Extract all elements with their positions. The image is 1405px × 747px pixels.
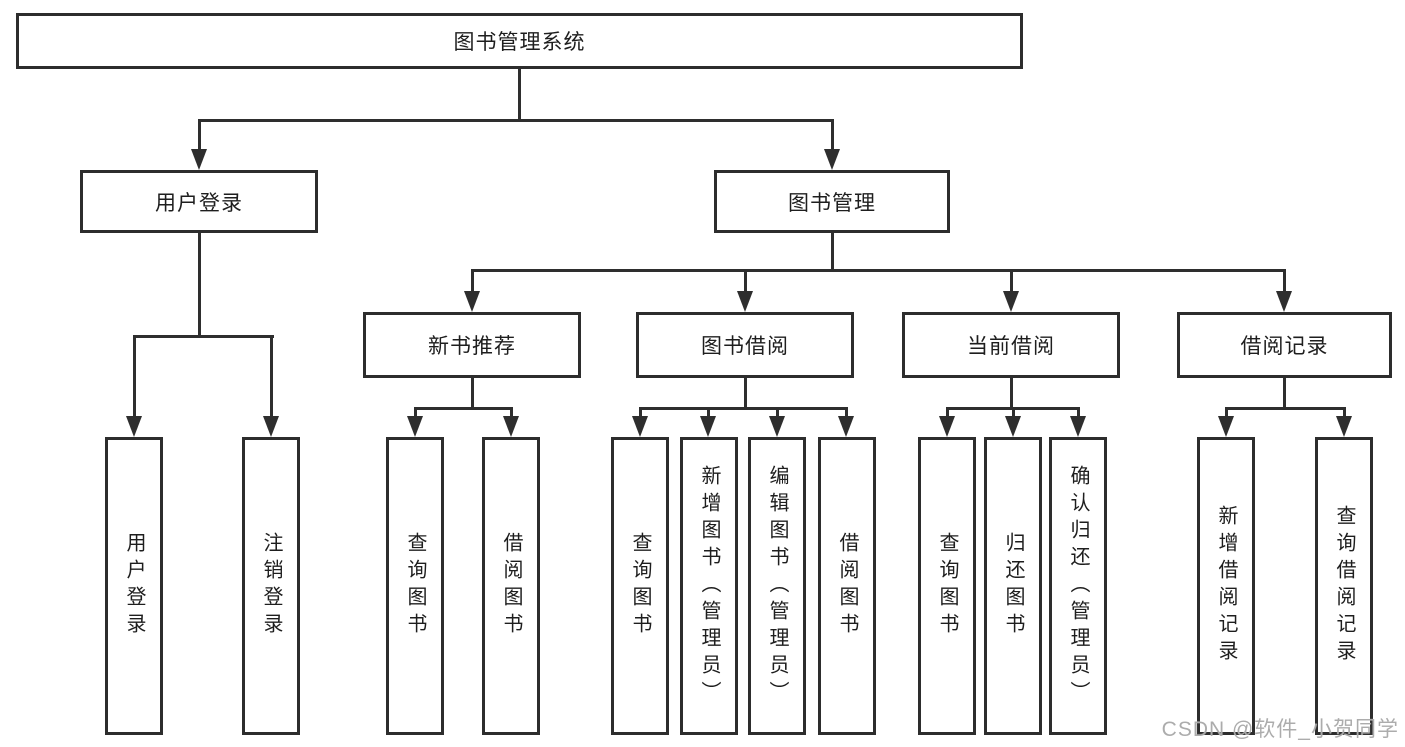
leaf-add-book-admin: 新增图书（管理员） [680, 437, 738, 735]
leaf-logout: 注销登录 [242, 437, 300, 735]
connector-line [518, 68, 521, 122]
connector-line [198, 119, 834, 122]
arrow-down-icon [263, 416, 279, 437]
arrow-down-icon [1276, 291, 1292, 312]
connector-line [1077, 407, 1080, 419]
arrow-down-icon [737, 291, 753, 312]
connector-line [198, 119, 201, 152]
connector-line [707, 407, 710, 419]
connector-line [198, 233, 201, 338]
arrow-down-icon [464, 291, 480, 312]
arrow-down-icon [1336, 416, 1352, 437]
connector-line [1225, 407, 1228, 419]
leaf-edit-book-admin: 编辑图书（管理员） [748, 437, 806, 735]
connector-line [133, 335, 274, 338]
connector-line [639, 407, 642, 419]
arrow-down-icon [824, 149, 840, 170]
leaf-borrow-book-2: 借阅图书 [818, 437, 876, 735]
connector-line [1343, 407, 1346, 419]
arrow-down-icon [1070, 416, 1086, 437]
arrow-down-icon [769, 416, 785, 437]
node-current-borrow: 当前借阅 [902, 312, 1120, 378]
leaf-query-book-3: 查询图书 [918, 437, 976, 735]
node-new-book-recommend: 新书推荐 [363, 312, 581, 378]
arrow-down-icon [1005, 416, 1021, 437]
connector-line [1283, 269, 1286, 296]
arrow-down-icon [407, 416, 423, 437]
connector-line [1225, 407, 1346, 410]
node-book-borrow: 图书借阅 [636, 312, 854, 378]
connector-line [831, 233, 834, 272]
node-user-login: 用户登录 [80, 170, 318, 233]
connector-line [471, 269, 474, 296]
connector-line [845, 407, 848, 419]
csdn-watermark: CSDN @软件_小贺同学 [1161, 718, 1399, 741]
connector-line [744, 269, 747, 296]
connector-line [510, 407, 513, 419]
connector-line [471, 378, 474, 410]
leaf-return-book: 归还图书 [984, 437, 1042, 735]
node-borrow-record: 借阅记录 [1177, 312, 1392, 378]
arrow-down-icon [191, 149, 207, 170]
leaf-borrow-book-1: 借阅图书 [482, 437, 540, 735]
arrow-down-icon [632, 416, 648, 437]
connector-line [1283, 378, 1286, 410]
connector-line [270, 335, 273, 420]
connector-line [1010, 269, 1013, 296]
arrow-down-icon [700, 416, 716, 437]
connector-line [414, 407, 417, 419]
leaf-query-book-2: 查询图书 [611, 437, 669, 735]
leaf-query-borrow-record: 查询借阅记录 [1315, 437, 1373, 735]
arrow-down-icon [939, 416, 955, 437]
node-root: 图书管理系统 [16, 13, 1023, 69]
connector-line [133, 335, 136, 420]
arrow-down-icon [126, 416, 142, 437]
connector-line [776, 407, 779, 419]
arrow-down-icon [1218, 416, 1234, 437]
arrow-down-icon [1003, 291, 1019, 312]
arrow-down-icon [503, 416, 519, 437]
leaf-add-borrow-record: 新增借阅记录 [1197, 437, 1255, 735]
leaf-user-login: 用户登录 [105, 437, 163, 735]
arrow-down-icon [838, 416, 854, 437]
connector-line [831, 119, 834, 152]
node-book-management: 图书管理 [714, 170, 950, 233]
connector-line [1012, 407, 1015, 419]
connector-line [471, 269, 1286, 272]
connector-line [946, 407, 949, 419]
connector-line [1010, 378, 1013, 410]
leaf-query-book-1: 查询图书 [386, 437, 444, 735]
connector-line [639, 407, 848, 410]
leaf-confirm-return-admin: 确认归还（管理员） [1049, 437, 1107, 735]
connector-line [744, 378, 747, 410]
connector-line [414, 407, 513, 410]
